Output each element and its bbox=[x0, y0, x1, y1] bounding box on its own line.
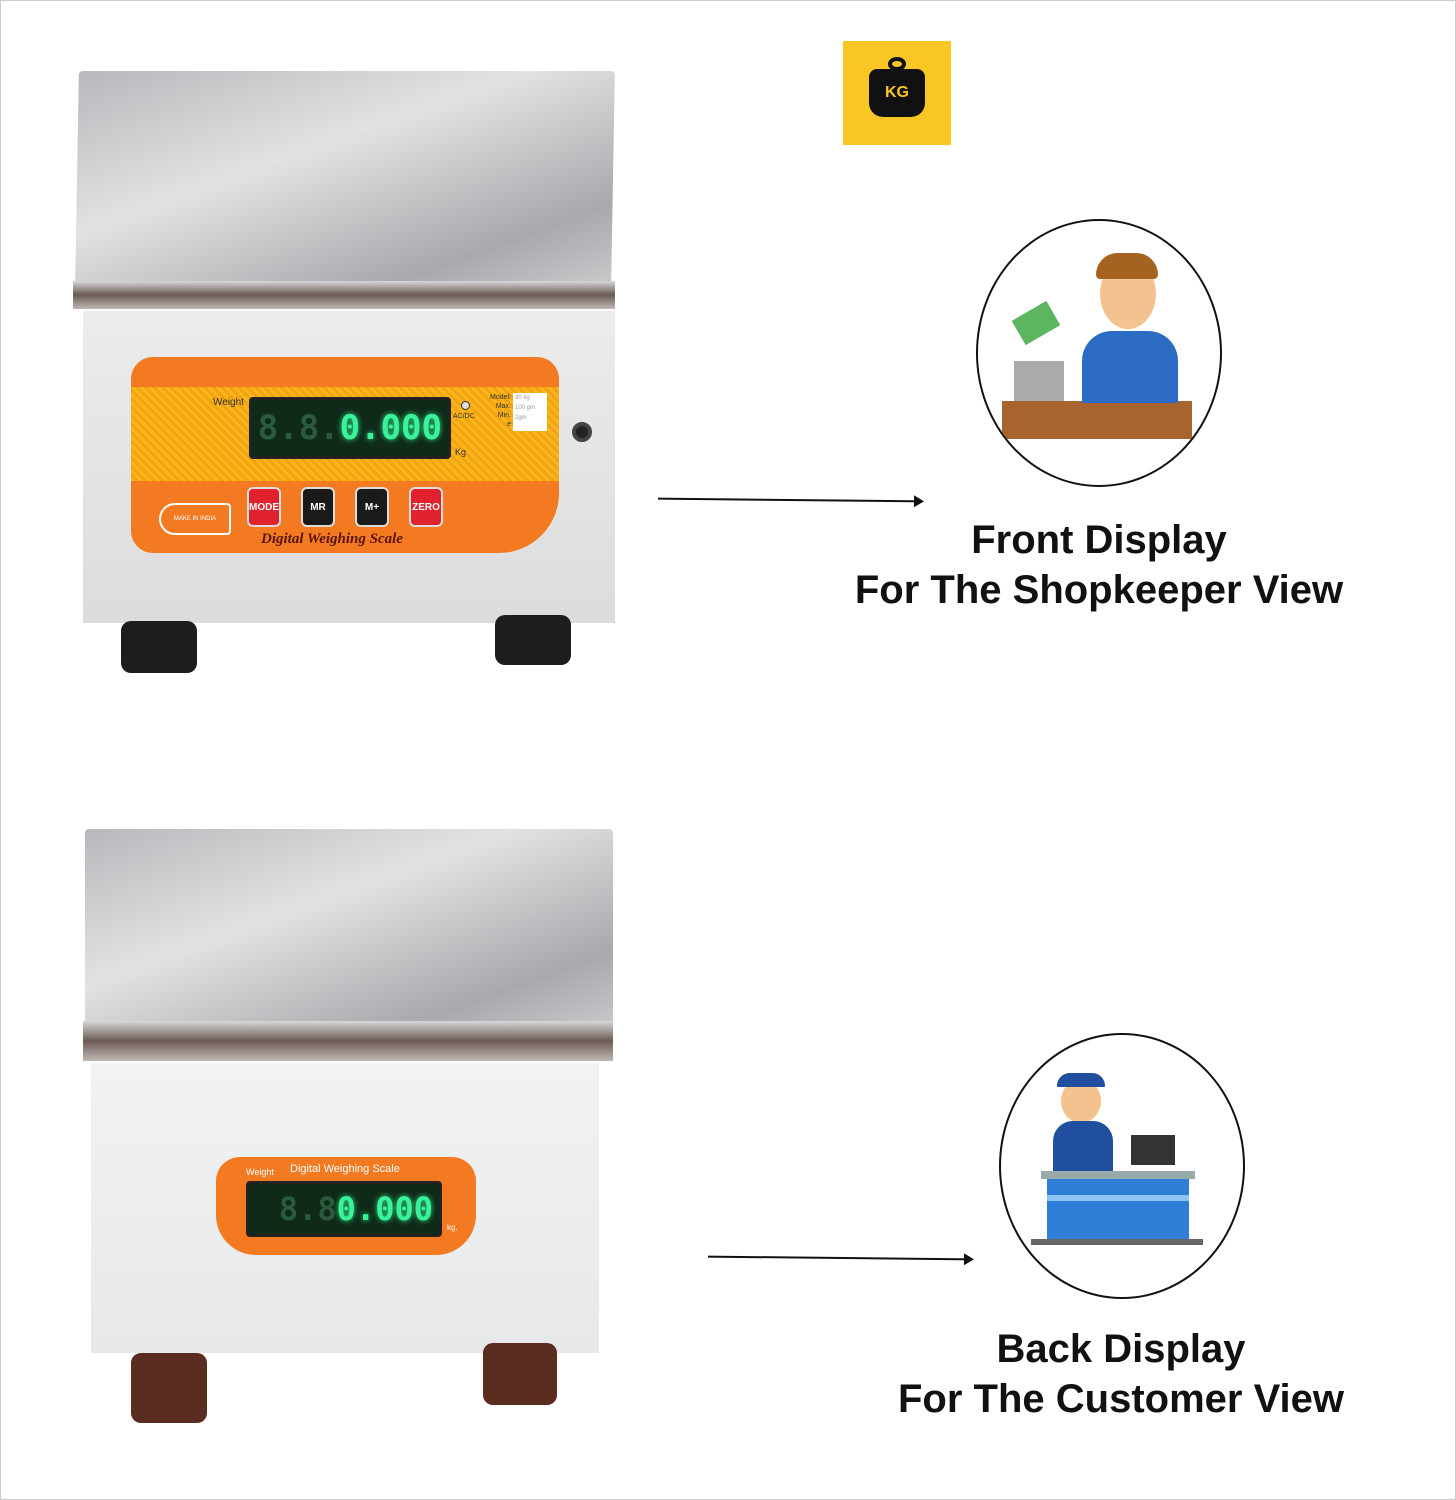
acdc-indicator bbox=[461, 401, 470, 410]
weight-kg-icon: KG bbox=[869, 57, 925, 117]
scale-foot bbox=[483, 1343, 557, 1405]
panel-title: Digital Weighing Scale bbox=[261, 531, 403, 547]
weight-label: Weight bbox=[246, 1167, 274, 1177]
shopkeeper-illustration bbox=[976, 219, 1222, 487]
acdc-label: AC/DC bbox=[453, 413, 475, 420]
weight-display: 8.8.0.000 bbox=[249, 397, 451, 459]
scale-foot bbox=[495, 615, 571, 665]
mr-button[interactable]: MR bbox=[301, 487, 335, 527]
panel-title: Digital Weighing Scale bbox=[290, 1163, 400, 1175]
m-plus-button[interactable]: M+ bbox=[355, 487, 389, 527]
unit-label: kg. bbox=[447, 1223, 458, 1232]
weighing-plate bbox=[85, 829, 613, 1029]
plate-edge bbox=[83, 1021, 613, 1061]
scale-foot bbox=[131, 1353, 207, 1423]
spec-labels: Model: Max. Min. e bbox=[489, 394, 511, 428]
zero-button[interactable]: ZERO bbox=[409, 487, 443, 527]
weight-label: Weight bbox=[213, 397, 244, 408]
mode-button[interactable]: MODE bbox=[247, 487, 281, 527]
back-display-panel: Weight Digital Weighing Scale 8.80.000 k… bbox=[216, 1157, 476, 1255]
power-indicator bbox=[572, 422, 592, 442]
weighing-plate bbox=[75, 71, 615, 285]
customer-cashier-illustration bbox=[999, 1033, 1245, 1299]
scale-foot bbox=[121, 621, 197, 673]
back-caption: Back Display For The Customer View bbox=[897, 1327, 1344, 1421]
kg-logo: KG bbox=[843, 41, 951, 145]
front-caption: Front Display For The Shopkeeper View bbox=[854, 518, 1344, 612]
weight-display: 8.80.000 bbox=[246, 1181, 442, 1237]
plate-edge bbox=[73, 281, 615, 309]
arrow bbox=[657, 497, 923, 503]
control-panel: Weight 8.8.0.000 Kg AC/DC Model: Max. Mi… bbox=[131, 357, 559, 553]
spec-values: 30 kg 100 gm 2gm bbox=[513, 393, 547, 431]
unit-label: Kg bbox=[455, 447, 467, 457]
arrow bbox=[707, 1255, 973, 1261]
make-in-india-lion-logo: MAKE IN INDIA bbox=[159, 503, 231, 535]
